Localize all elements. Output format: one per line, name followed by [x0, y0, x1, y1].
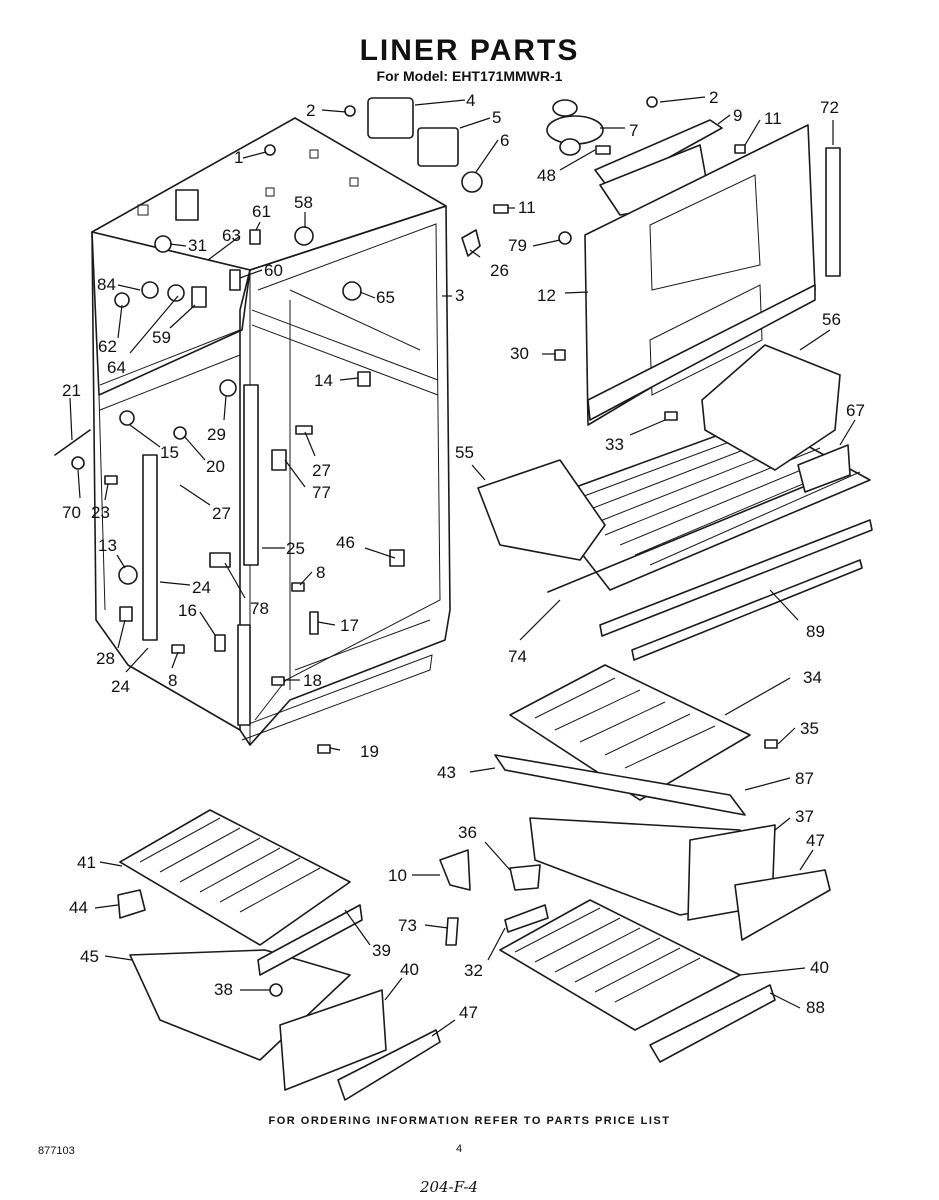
- callout: 64: [107, 358, 126, 377]
- callout: 56: [822, 310, 841, 329]
- callout: 2: [306, 101, 315, 120]
- callout: 24: [111, 677, 130, 696]
- callout: 55: [455, 443, 474, 462]
- callout: 18: [303, 671, 322, 690]
- callout: 33: [605, 435, 624, 454]
- callout: 1: [234, 148, 243, 167]
- callout: 25: [286, 539, 305, 558]
- callout: 46: [336, 533, 355, 552]
- callout: 27: [212, 504, 231, 523]
- callout: 24: [192, 578, 211, 597]
- callout: 48: [537, 166, 556, 185]
- callout: 13: [98, 536, 117, 555]
- callout: 87: [795, 769, 814, 788]
- callout: 34: [803, 668, 822, 687]
- callout: 14: [314, 371, 333, 390]
- callout: 62: [98, 337, 117, 356]
- back-panel: [461, 124, 841, 426]
- callout: 5: [492, 108, 501, 127]
- callout: 60: [264, 261, 283, 280]
- callout: 43: [437, 763, 456, 782]
- callout: 31: [188, 236, 207, 255]
- callout: 11: [764, 109, 782, 128]
- callout: 6: [500, 131, 509, 150]
- callout: 41: [77, 853, 96, 872]
- callout: 44: [69, 898, 88, 917]
- callout: 47: [459, 1003, 478, 1022]
- callout: 11: [518, 198, 536, 217]
- callout: 4: [466, 91, 475, 110]
- crisper-assembly-right: [439, 664, 831, 1063]
- callout: 40: [810, 958, 829, 977]
- callout: 32: [464, 961, 483, 980]
- callout: 16: [178, 601, 197, 620]
- callout: 61: [252, 202, 271, 221]
- callout: 3: [455, 286, 464, 305]
- callout: 26: [490, 261, 509, 280]
- callout: 23: [91, 503, 110, 522]
- crisper-assembly-left: [117, 809, 441, 1101]
- callout: 12: [537, 286, 556, 305]
- model-subtitle: For Model: EHT171MMWR-1: [376, 68, 563, 84]
- callout: 39: [372, 941, 391, 960]
- liner-cabinet: [91, 117, 451, 746]
- callout: 74: [508, 647, 527, 666]
- ordering-footer: FOR ORDERING INFORMATION REFER TO PARTS …: [268, 1115, 671, 1127]
- callout: 30: [510, 344, 529, 363]
- upper-wire-shelf: [477, 344, 873, 661]
- callout: 20: [206, 457, 225, 476]
- page-number: 4: [456, 1143, 463, 1155]
- callout: 58: [294, 193, 313, 212]
- callout: 67: [846, 401, 865, 420]
- leader-lines: [69, 96, 856, 1037]
- callout: 15: [160, 443, 179, 462]
- callout: 36: [458, 823, 477, 842]
- callout: 17: [340, 616, 359, 635]
- callout: 63: [222, 226, 241, 245]
- callout: 9: [733, 106, 742, 125]
- callout: 19: [360, 742, 379, 761]
- callout: 40: [400, 960, 419, 979]
- callout: 29: [207, 425, 226, 444]
- callout: 28: [96, 649, 115, 668]
- callout: 38: [214, 980, 233, 999]
- callout: 47: [806, 831, 825, 850]
- callout: 73: [398, 916, 417, 935]
- callout: 8: [168, 671, 177, 690]
- callout: 70: [62, 503, 81, 522]
- callout: 7: [629, 121, 638, 140]
- callout: 72: [820, 98, 839, 117]
- page-title: LINER PARTS: [359, 34, 580, 67]
- callout: 77: [312, 483, 331, 502]
- callout: 79: [508, 236, 527, 255]
- callout: 21: [62, 381, 81, 400]
- callout: 45: [80, 947, 99, 966]
- callout: 10: [388, 866, 407, 885]
- callout: 88: [806, 998, 825, 1017]
- callout-labels: 2 4 5 6 1 7 2 9 11 72 48 11 58 61 63 31 …: [62, 88, 865, 1022]
- callout: 78: [250, 599, 269, 618]
- callout: 37: [795, 807, 814, 826]
- callout: 35: [800, 719, 819, 738]
- handwritten-note: 204-F-4: [420, 1178, 479, 1196]
- callout: 27: [312, 461, 331, 480]
- callout: 8: [316, 563, 325, 582]
- callout: 59: [152, 328, 171, 347]
- callout: 89: [806, 622, 825, 641]
- document-number: 877103: [38, 1145, 75, 1157]
- callout: 2: [709, 88, 718, 107]
- callout: 65: [376, 288, 395, 307]
- callout: 84: [97, 275, 116, 294]
- cabinet-hardware: [54, 97, 483, 754]
